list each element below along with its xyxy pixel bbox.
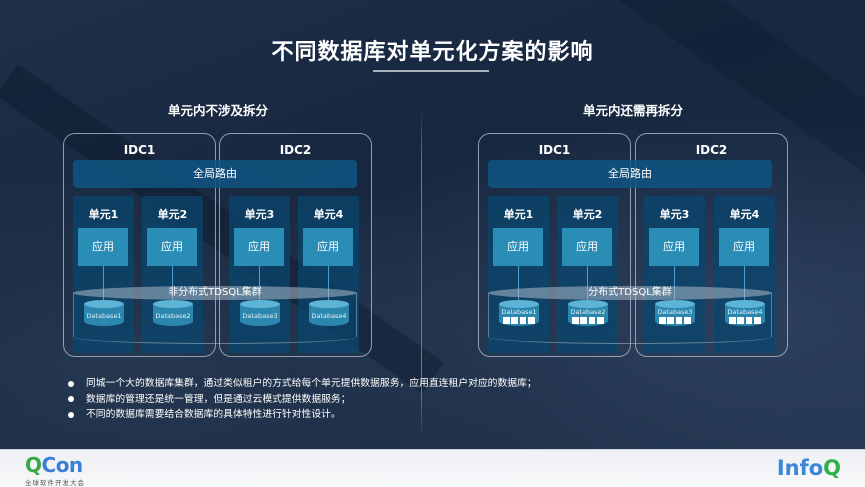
- global-route-bar: 全局路由: [73, 160, 357, 188]
- bullet-item: 不同的数据库需要结合数据库的具体特性进行针对性设计。: [66, 407, 537, 423]
- database-label: Database1: [86, 312, 122, 320]
- database-label: Database2: [570, 308, 606, 316]
- infoq-logo-text: Info: [776, 456, 824, 480]
- unit-label: 单元2: [157, 208, 188, 221]
- unit-label: 单元4: [313, 208, 344, 221]
- unit-column: 单元3 应用: [644, 196, 705, 353]
- db-cluster: 分布式TDSQL集群: [488, 286, 772, 344]
- bullet-item: 同城一个大的数据库集群，通过类似租户的方式给每个单元提供数据服务，应用直连租户对…: [66, 376, 537, 392]
- cluster-body: [488, 293, 772, 337]
- panel-divider: [421, 110, 422, 440]
- unit-column: 单元4 应用: [298, 196, 359, 353]
- cluster-bottom: [73, 330, 357, 344]
- unit-column: 单元2 应用: [142, 196, 203, 353]
- infoq-logo: InfoQ: [777, 456, 841, 480]
- slide-title: 不同数据库对单元化方案的影响: [271, 40, 594, 65]
- qcon-logo-text: Con: [41, 453, 84, 477]
- sharded-database-icon: Database3: [655, 300, 695, 328]
- unit-label: 单元1: [503, 208, 534, 221]
- idc-label: IDC1: [538, 143, 571, 157]
- unit-label: 单元1: [88, 208, 119, 221]
- idc-box: IDC1: [478, 133, 631, 357]
- database-label: Database2: [155, 312, 191, 320]
- qcon-subtitle: 全球软件开发大会: [25, 479, 85, 487]
- bullet-item: 数据库的管理还是统一管理，但是通过云模式提供数据服务；: [66, 392, 537, 408]
- panel-no-split: 单元内不涉及拆分 IDC1 IDC2 全局路由 单元1 应用 单元2 应用 单元…: [63, 100, 373, 362]
- database-label: Database4: [311, 312, 347, 320]
- sharded-database-icon: Database1: [499, 300, 539, 328]
- database-label: Database1: [501, 308, 537, 316]
- app-box: 应用: [649, 228, 699, 266]
- cluster-label: 分布式TDSQL集群: [488, 286, 772, 300]
- app-box: 应用: [719, 228, 769, 266]
- unit-column: 单元3 应用: [229, 196, 290, 353]
- unit-label: 单元3: [244, 208, 275, 221]
- database-icon: Database2: [153, 300, 193, 328]
- database-icon: Database1: [84, 300, 124, 328]
- shard-cells: [659, 317, 691, 324]
- cluster-body: [73, 293, 357, 337]
- panel-title: 单元内不涉及拆分: [167, 103, 268, 118]
- app-box: 应用: [562, 228, 612, 266]
- unit-column: 单元4 应用: [714, 196, 775, 353]
- unit-column: 单元2 应用: [557, 196, 618, 353]
- app-box: 应用: [147, 228, 197, 266]
- qcon-logo: QCon 全球软件开发大会: [25, 454, 85, 487]
- footer-bar: QCon 全球软件开发大会 InfoQ: [0, 449, 865, 487]
- sharded-database-icon: Database4: [725, 300, 765, 328]
- database-label: Database4: [727, 308, 763, 316]
- shard-cells: [572, 317, 604, 324]
- shard-cells: [729, 317, 761, 324]
- unit-column: 单元1 应用: [488, 196, 549, 353]
- app-box: 应用: [303, 228, 353, 266]
- unit-label: 单元3: [659, 208, 690, 221]
- sharded-database-icon: Database2: [568, 300, 608, 328]
- qcon-logo-q: Q: [25, 453, 42, 477]
- slide: 不同数据库对单元化方案的影响 单元内不涉及拆分 IDC1 IDC2 全局路由 单…: [0, 0, 865, 449]
- database-icon: Database4: [309, 300, 349, 328]
- app-box: 应用: [234, 228, 284, 266]
- bullet-list: 同城一个大的数据库集群，通过类似租户的方式给每个单元提供数据服务，应用直连租户对…: [66, 376, 537, 423]
- cluster-label: 非分布式TDSQL集群: [73, 286, 357, 300]
- database-icon: Database3: [240, 300, 280, 328]
- unit-label: 单元4: [729, 208, 760, 221]
- database-label: Database3: [242, 312, 278, 320]
- title-underline: [373, 70, 489, 72]
- idc-box: IDC2: [219, 133, 372, 357]
- db-cluster: 非分布式TDSQL集群: [73, 286, 357, 344]
- panel-further-split: 单元内还需再拆分 IDC1 IDC2 全局路由 单元1 应用 单元2 应用 单元…: [478, 100, 788, 362]
- panel-title: 单元内还需再拆分: [582, 103, 683, 118]
- unit-label: 单元2: [572, 208, 603, 221]
- database-label: Database3: [657, 308, 693, 316]
- idc-label: IDC2: [279, 143, 312, 157]
- infoq-logo-q: Q: [823, 456, 841, 480]
- app-box: 应用: [78, 228, 128, 266]
- global-route-bar: 全局路由: [488, 160, 772, 188]
- idc-label: IDC2: [695, 143, 728, 157]
- idc-label: IDC1: [123, 143, 156, 157]
- unit-column: 单元1 应用: [73, 196, 134, 353]
- idc-box: IDC2: [635, 133, 788, 357]
- idc-box: IDC1: [63, 133, 216, 357]
- cluster-bottom: [488, 330, 772, 344]
- app-box: 应用: [493, 228, 543, 266]
- shard-cells: [503, 317, 535, 324]
